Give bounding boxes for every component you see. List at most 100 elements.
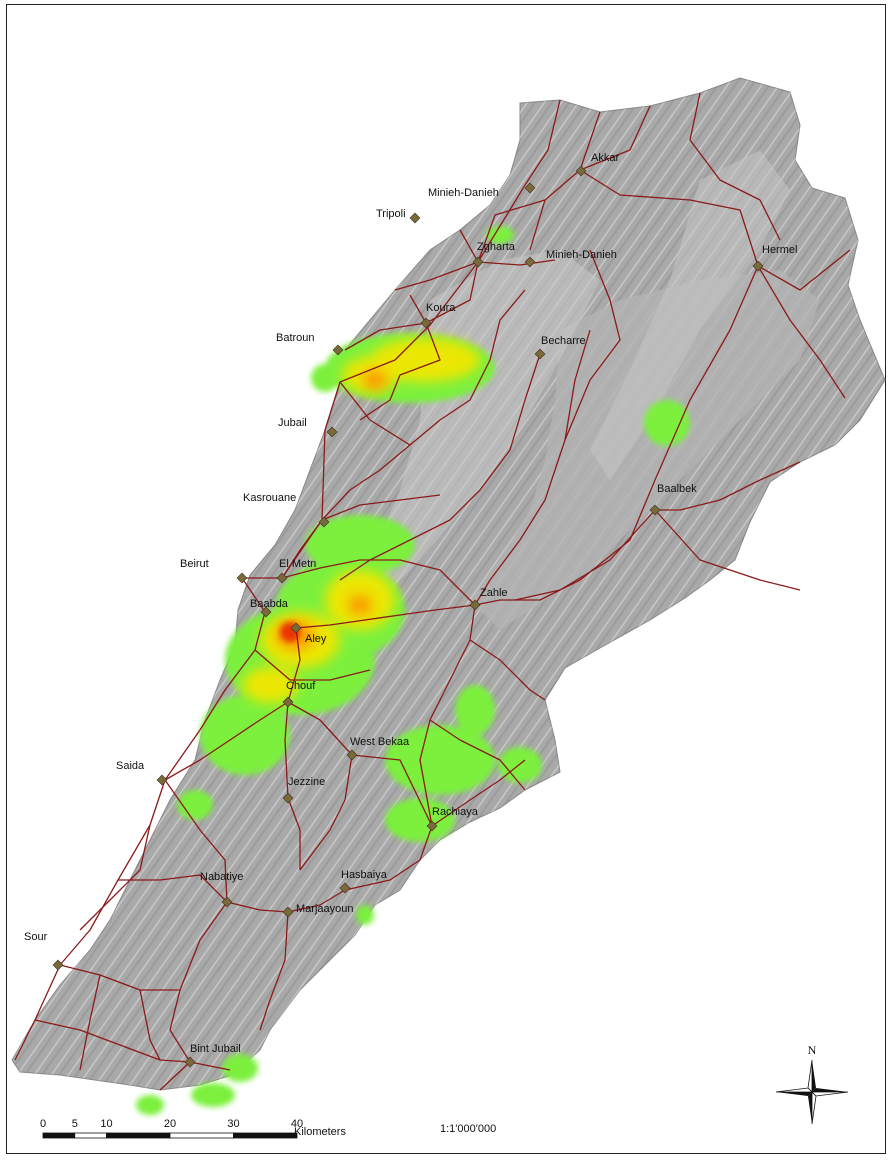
place-label: Zgharta [477,241,516,253]
place-label: Beirut [180,558,209,570]
scale-tick-label: 30 [227,1118,239,1130]
scale-segment [42,1132,76,1139]
place-baabda: Baabda [250,598,289,618]
place-label: Minieh-Danieh [546,249,617,261]
place-label: Aley [305,633,327,645]
country-relief [11,77,886,1091]
place-marker-icon [426,820,438,832]
place-label: Nabatiye [200,871,243,883]
place-label: Minieh-Danieh [428,187,499,199]
scale-tick-label: 20 [164,1118,176,1130]
place-chouf: Chouf [282,680,316,708]
place-batroun: Batroun [276,332,344,356]
place-label: Baalbek [657,483,697,495]
place-west-bekaa: West Bekaa [346,736,410,761]
north-arrow-icon: N [775,1043,849,1125]
place-label: Batroun [276,332,315,344]
place-marker-icon [282,696,294,708]
place-label: Sour [24,931,48,943]
place-marker-icon [524,256,536,268]
place-minieh-danieh: Minieh-Danieh [524,249,617,268]
place-zgharta: Zgharta [472,241,516,268]
place-minieh-danieh: Minieh-Danieh [428,182,536,199]
place-jezzine: Jezzine [282,776,325,804]
place-marker-icon [326,426,338,438]
place-becharre: Becharre [534,335,586,360]
place-markers: AkkarMinieh-DaniehTripoliZghartaMinieh-D… [24,152,797,1068]
place-marker-icon [339,882,351,894]
place-marjaayoun: Marjaayoun [282,903,353,918]
place-marker-icon [276,572,288,584]
place-marker-icon [184,1056,196,1068]
scale-segment [169,1132,234,1139]
place-nabatiye: Nabatiye [200,871,243,908]
place-label: Hasbaiya [341,869,388,881]
scale-segment [233,1132,298,1139]
place-marker-icon [318,516,330,528]
place-marker-icon [472,256,484,268]
place-jubail: Jubail [278,417,338,438]
place-label: Jubail [278,417,307,429]
scale-ratio: 1:1'000'000 [440,1123,496,1135]
place-marker-icon [290,622,302,634]
scale-segment [74,1132,107,1139]
place-label: El Metn [279,558,316,570]
scale-tick-label: 5 [72,1118,78,1130]
place-label: Bint Jubail [190,1043,241,1055]
place-marker-icon [346,749,358,761]
place-hermel: Hermel [752,244,797,272]
place-marker-icon [332,344,344,356]
place-marker-icon [260,606,272,618]
place-aley: Aley [290,622,327,645]
place-baalbek: Baalbek [649,483,697,516]
place-saida: Saida [116,760,168,786]
place-marker-icon [524,182,536,194]
place-el-metn: El Metn [276,558,316,584]
place-rachiaya: Rachiaya [426,806,479,832]
place-akkar: Akkar [575,152,619,177]
place-marker-icon [282,792,294,804]
place-tripoli: Tripoli [376,208,421,224]
place-label: West Bekaa [350,736,410,748]
place-label: Hermel [762,244,797,256]
place-marker-icon [534,348,546,360]
place-hasbaiya: Hasbaiya [339,869,388,894]
place-label: Kasrouane [243,492,296,504]
place-marker-icon [282,906,294,918]
place-marker-icon [752,260,764,272]
place-label: Koura [426,302,456,314]
place-marker-icon [469,599,481,611]
place-label: Rachiaya [432,806,479,818]
place-marker-icon [420,317,432,329]
place-koura: Koura [420,302,456,329]
place-label: Saida [116,760,145,772]
place-bint-jubail: Bint Jubail [184,1043,241,1068]
place-marker-icon [575,165,587,177]
place-label: Jezzine [288,776,325,788]
place-label: Chouf [286,680,316,692]
place-label: Marjaayoun [296,903,353,915]
place-zahle: Zahle [469,587,508,611]
scale-segment [106,1132,171,1139]
scale-tick-label: 0 [40,1118,46,1130]
place-marker-icon [409,212,421,224]
place-marker-icon [236,572,248,584]
place-label: Zahle [480,587,508,599]
scale-tick-label: 10 [100,1118,112,1130]
scale-unit-label: Kilometers [294,1126,346,1138]
place-label: Tripoli [376,208,406,220]
north-label: N [808,1043,817,1057]
place-beirut: Beirut [180,558,248,584]
place-marker-icon [52,959,64,971]
place-marker-icon [221,896,233,908]
place-kasrouane: Kasrouane [243,492,330,528]
place-label: Baabda [250,598,289,610]
place-marker-icon [156,774,168,786]
place-marker-icon [649,504,661,516]
place-label: Becharre [541,335,586,347]
place-label: Akkar [591,152,619,164]
place-sour: Sour [24,931,64,971]
road-network [14,92,851,1091]
